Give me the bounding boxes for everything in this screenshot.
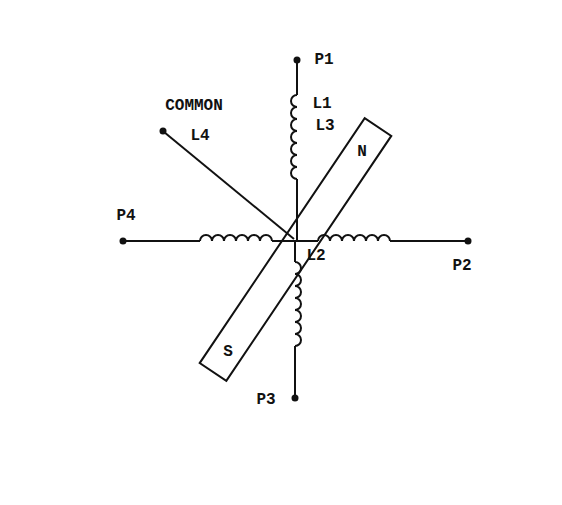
terminal-label: P3 xyxy=(256,392,275,408)
terminal-label: COMMON xyxy=(165,98,223,114)
rotor-magnet: NS xyxy=(190,110,400,390)
terminal-label: P2 xyxy=(452,258,471,274)
terminal-label: L1 xyxy=(312,96,331,112)
terminal-label: L3 xyxy=(315,118,334,134)
rotor-outline xyxy=(190,110,400,390)
terminal-label: L4 xyxy=(190,128,209,144)
terminal-label: P4 xyxy=(116,208,135,224)
pole-letter: S xyxy=(223,344,233,360)
terminal-label: P1 xyxy=(314,52,333,68)
pole-letter: N xyxy=(357,144,367,160)
